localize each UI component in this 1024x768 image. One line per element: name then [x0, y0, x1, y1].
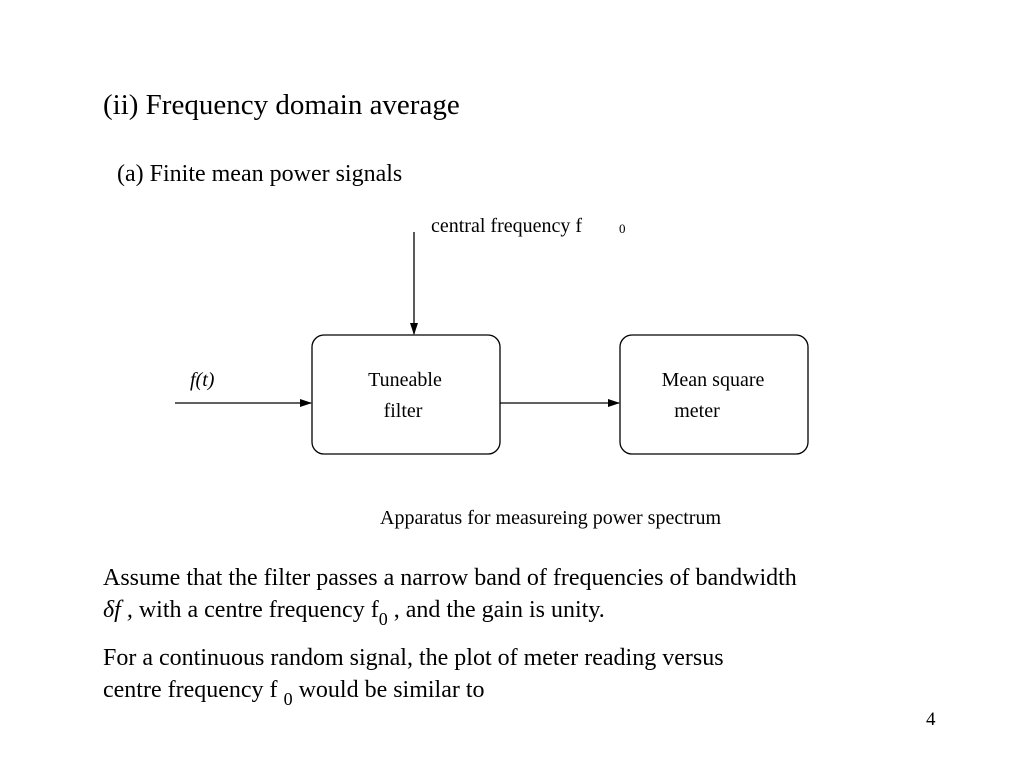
slide-subheading: (a) Finite mean power signals [117, 161, 403, 187]
meter-label-line2: meter [674, 400, 720, 422]
filter-label-line2: filter [384, 400, 423, 422]
paragraph1-subscript: 0 [378, 609, 388, 629]
paragraph1-line1: Assume that the filter passes a narrow b… [103, 565, 797, 591]
paragraph2-subscript: 0 [283, 689, 293, 709]
mean-square-meter-block [619, 334, 809, 455]
slide-heading: (ii) Frequency domain average [103, 89, 460, 121]
paragraph1-line2-text-a: with a centre frequency f [132, 597, 379, 623]
control-input-label: central frequency f [431, 215, 582, 237]
control-input-subscript: 0 [619, 221, 626, 236]
meter-label-line1: Mean square [662, 369, 765, 391]
paragraph2-line2-text-a: centre frequency f [103, 677, 278, 703]
filter-label-line1: Tuneable [368, 369, 442, 391]
paragraph2-line2-text-b: would be similar to [292, 677, 485, 703]
paragraph1-line2-text-b: , and the gain is unity. [387, 597, 605, 623]
page-number: 4 [926, 709, 936, 730]
bandwidth-symbol: δf , [103, 597, 133, 623]
paragraph1-line2: δf , with a centre frequency f0 , and th… [103, 594, 605, 629]
tuneable-filter-block [311, 334, 501, 455]
diagram-caption: Apparatus for measureing power spectrum [380, 507, 721, 529]
paragraph2-line1: For a continuous random signal, the plot… [103, 645, 724, 671]
signal-input-label: f(t) [190, 369, 215, 391]
paragraph2-line2: centre frequency f 0 would be similar to [103, 674, 485, 709]
